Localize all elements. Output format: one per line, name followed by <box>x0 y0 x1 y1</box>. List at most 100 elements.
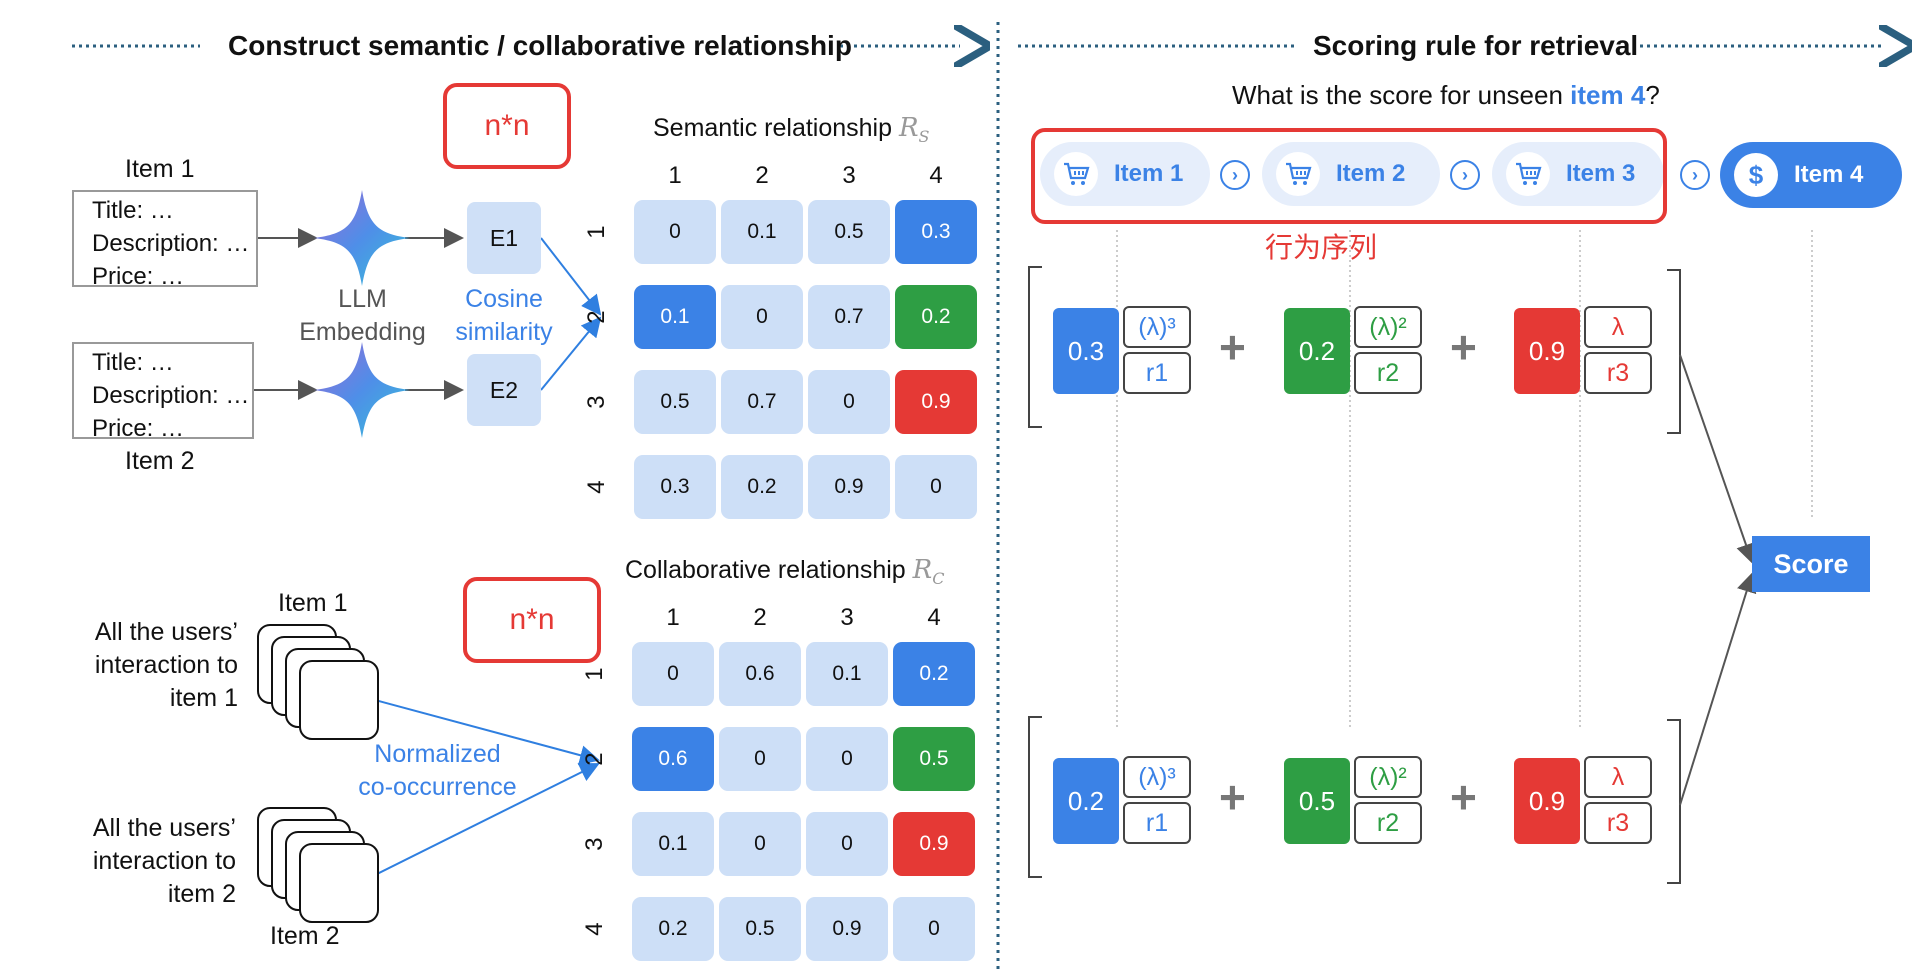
matrix-cell: 0.5 <box>893 727 975 791</box>
plus-icon: + <box>1450 771 1477 823</box>
matrix-col-header: 3 <box>840 604 854 631</box>
left-header: Construct semantic / collaborative relat… <box>228 30 852 61</box>
matrix-col-header: 4 <box>929 162 943 189</box>
matrix-cell: 0.1 <box>632 812 714 876</box>
decay-weight: λ <box>1584 306 1652 348</box>
matrix-cell: 0.6 <box>632 727 714 791</box>
decay-weight: (λ)² <box>1354 756 1422 798</box>
matrix-row-header: 4 <box>581 922 608 936</box>
matrix-cell: 0.2 <box>721 455 803 519</box>
item2-features: Title: … Description: … Price: … <box>72 342 254 442</box>
semantic-size-box: n*n <box>443 83 571 169</box>
matrix-cell: 0.1 <box>634 285 716 349</box>
behavior-sequence-caption: 行为序列 <box>1265 231 1378 264</box>
sequence-item-1: Item 1 <box>1040 142 1210 206</box>
matrix-col-header: 2 <box>753 604 767 631</box>
matrix-cell: 0.3 <box>895 200 977 264</box>
decay-weight: λ <box>1584 756 1652 798</box>
semantic-title: Semantic relationship RS <box>653 113 930 147</box>
decay-weight: (λ)³ <box>1123 756 1191 798</box>
similarity-value: 0.5 <box>1284 758 1350 844</box>
cart-icon <box>1506 152 1550 196</box>
matrix-col-header: 3 <box>842 162 856 189</box>
feature-description: Description: … <box>92 382 250 409</box>
matrix-cell: 0.9 <box>806 897 888 961</box>
matrix-cell: 0 <box>806 727 888 791</box>
matrix-col-header: 1 <box>666 604 680 631</box>
rank-label: r3 <box>1584 802 1652 844</box>
similarity-value: 0.3 <box>1053 308 1119 394</box>
rank-label: r2 <box>1354 352 1422 394</box>
item2-label: Item 2 <box>125 447 195 475</box>
rank-label: r3 <box>1584 352 1652 394</box>
matrix-cell: 0.6 <box>719 642 801 706</box>
matrix-col-header: 2 <box>755 162 769 189</box>
similarity-value: 0.9 <box>1514 308 1580 394</box>
matrix-cell: 0 <box>893 897 975 961</box>
stacked-cards-icon-1 <box>257 624 379 740</box>
matrix-col-header: 1 <box>668 162 682 189</box>
collab-title: Collaborative relationship RC <box>625 555 945 589</box>
decay-weight: (λ)² <box>1354 306 1422 348</box>
matrix-cell: 0.5 <box>634 370 716 434</box>
feature-description: Description: … <box>92 230 250 257</box>
matrix-cell: 0 <box>719 727 801 791</box>
feature-price: Price: … <box>92 263 185 290</box>
matrix-cell: 0 <box>806 812 888 876</box>
similarity-value: 0.9 <box>1514 758 1580 844</box>
llm-star-icon-1 <box>314 190 410 286</box>
plus-icon: + <box>1219 771 1246 823</box>
item1-features: Title: … Description: … Price: … <box>72 190 258 290</box>
feature-title: Title: … <box>92 197 174 224</box>
cart-icon <box>1054 152 1098 196</box>
question-text: What is the score for unseen item 4? <box>1232 80 1660 110</box>
matrix-cell: 0.3 <box>634 455 716 519</box>
dollar-icon: $ <box>1734 153 1778 197</box>
cart-icon <box>1276 152 1320 196</box>
similarity-value: 0.2 <box>1284 308 1350 394</box>
matrix-cell: 0 <box>634 200 716 264</box>
matrix-row-header: 2 <box>583 310 610 324</box>
embedding-e1: E1 <box>467 202 541 274</box>
matrix-row-header: 2 <box>581 752 608 766</box>
matrix-cell: 0.5 <box>719 897 801 961</box>
sequence-item-3: Item 3 <box>1492 142 1664 206</box>
matrix-row-header: 3 <box>583 395 610 409</box>
sequence-item-2: Item 2 <box>1262 142 1440 206</box>
right-header: Scoring rule for retrieval <box>1313 30 1639 61</box>
plus-icon: + <box>1219 321 1246 373</box>
matrix-cell: 0.5 <box>808 200 890 264</box>
chevron-right-icon: › <box>1450 160 1480 190</box>
matrix-cell: 0.1 <box>721 200 803 264</box>
similarity-value: 0.2 <box>1053 758 1119 844</box>
rank-label: r1 <box>1123 802 1191 844</box>
matrix-cell: 0 <box>808 370 890 434</box>
embedding-e2: E2 <box>467 354 541 426</box>
matrix-cell: 0 <box>895 455 977 519</box>
matrix-cell: 0.2 <box>632 897 714 961</box>
rank-label: r1 <box>1123 352 1191 394</box>
feature-title: Title: … <box>92 349 174 376</box>
collab-symbol: RC <box>912 555 945 589</box>
matrix-cell: 0.9 <box>808 455 890 519</box>
matrix-cell: 0.7 <box>808 285 890 349</box>
plus-icon: + <box>1450 321 1477 373</box>
item1-label: Item 1 <box>125 155 195 183</box>
matrix-row-header: 1 <box>583 225 610 239</box>
matrix-cell: 0.2 <box>893 642 975 706</box>
matrix-row-header: 3 <box>581 837 608 851</box>
chevron-right-icon: › <box>1220 160 1250 190</box>
llm-star-icon-2 <box>314 342 410 438</box>
matrix-col-header: 4 <box>927 604 941 631</box>
semantic-symbol: RS <box>898 113 930 147</box>
feature-price: Price: … <box>92 415 185 442</box>
matrix-cell: 0.1 <box>806 642 888 706</box>
chevron-right-icon: › <box>1680 160 1710 190</box>
collab-item2-label: Item 2 <box>270 922 340 950</box>
